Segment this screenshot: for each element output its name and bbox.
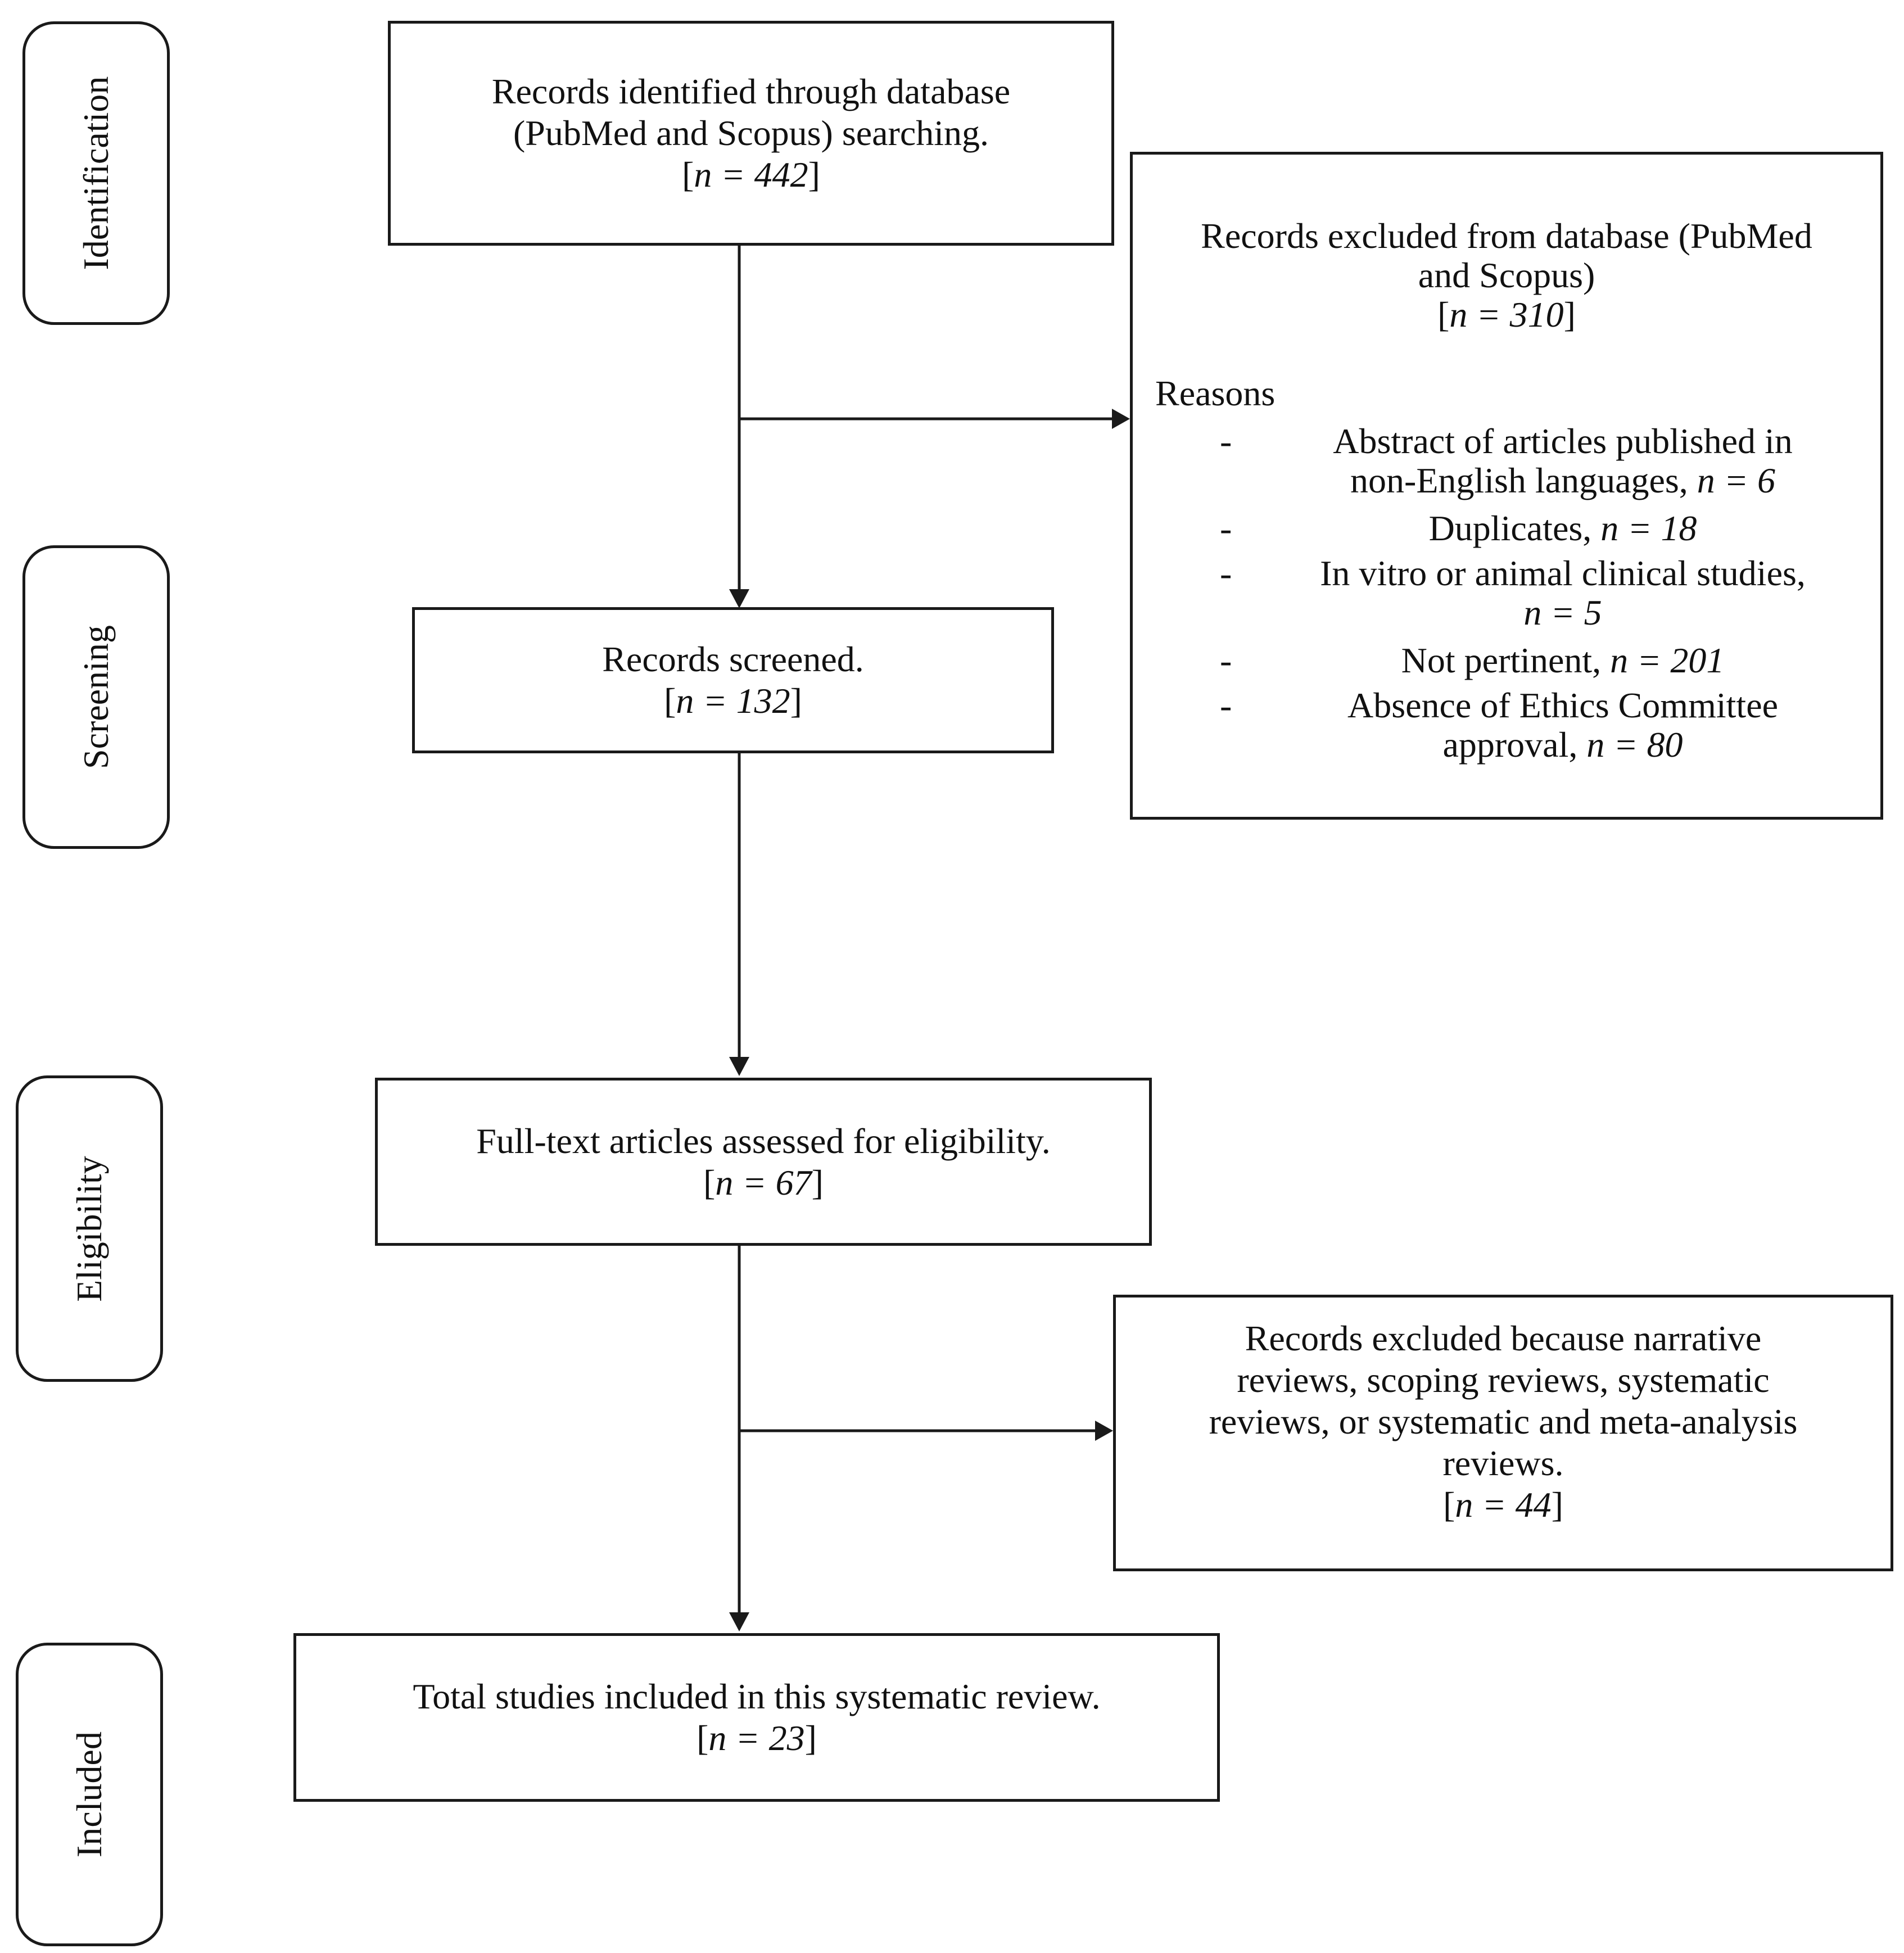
stage-included-label: Included — [69, 1732, 109, 1857]
reason-item: - Absence of Ethics Committee approval, … — [1220, 685, 1779, 765]
box-excluded-reviews: Records excluded because narrative revie… — [1113, 1295, 1893, 1571]
box-records-screened: Records screened. [n = 132] — [412, 607, 1054, 753]
box-records-identified: Records identified through database (Pub… — [388, 21, 1114, 246]
excluded-database-line2: and Scopus) — [1418, 255, 1595, 295]
excluded-reviews-count: [n = 44] — [1443, 1485, 1563, 1525]
stage-eligibility-label: Eligibility — [69, 1155, 109, 1302]
arrowhead-included — [729, 1612, 749, 1631]
full-text-count: [n = 67] — [703, 1162, 824, 1202]
stage-screening: Screening — [22, 545, 170, 849]
identified-line1: Records identified through database — [491, 71, 1011, 111]
stage-included: Included — [16, 1643, 163, 1946]
reason-item: - In vitro or animal clinical studies, n… — [1220, 553, 1806, 632]
stage-screening-label: Screening — [76, 625, 116, 769]
stage-eligibility: Eligibility — [16, 1075, 163, 1382]
box-full-text-assessed: Full-text articles assessed for eligibil… — [375, 1078, 1152, 1246]
screened-count: [n = 132] — [664, 681, 802, 721]
excluded-reviews-line2: reviews, scoping reviews, systematic — [1237, 1360, 1770, 1400]
box-total-included: Total studies included in this systemati… — [293, 1633, 1220, 1802]
identified-line2: (PubMed and Scopus) searching. — [513, 113, 989, 153]
full-text-line1: Full-text articles assessed for eligibil… — [476, 1120, 1051, 1161]
included-count: [n = 23] — [697, 1718, 817, 1758]
excluded-reviews-line3: reviews, or systematic and meta-analysis — [1209, 1402, 1798, 1441]
excluded-reviews-line1: Records excluded because narrative — [1245, 1318, 1762, 1358]
reason-item: - Not pertinent, n = 201 — [1220, 640, 1725, 680]
identified-count: [n = 442] — [682, 155, 820, 195]
excluded-database-header: Records excluded from database (PubMed a… — [1155, 216, 1858, 334]
arrowhead-excluded-database — [1112, 409, 1130, 429]
excluded-reviews-line4: reviews. — [1442, 1443, 1564, 1483]
reason-item: - Duplicates, n = 18 — [1220, 508, 1697, 548]
excluded-database-line1: Records excluded from database (PubMed — [1201, 216, 1812, 256]
arrowhead-excluded-reviews — [1095, 1421, 1113, 1441]
stage-identification: Identification — [22, 21, 170, 325]
excluded-database-count: [n = 310] — [1437, 295, 1576, 334]
arrowhead-fulltext — [729, 1057, 749, 1076]
included-line1: Total studies included in this systemati… — [413, 1676, 1101, 1716]
box-excluded-database: Records excluded from database (PubMed a… — [1130, 152, 1883, 820]
arrowhead-screened — [729, 589, 749, 608]
reasons-title: Reasons — [1155, 373, 1276, 413]
screened-line1: Records screened. — [602, 639, 864, 679]
reason-item: - Abstract of articles published in non-… — [1220, 421, 1793, 500]
stage-identification-label: Identification — [76, 76, 116, 270]
